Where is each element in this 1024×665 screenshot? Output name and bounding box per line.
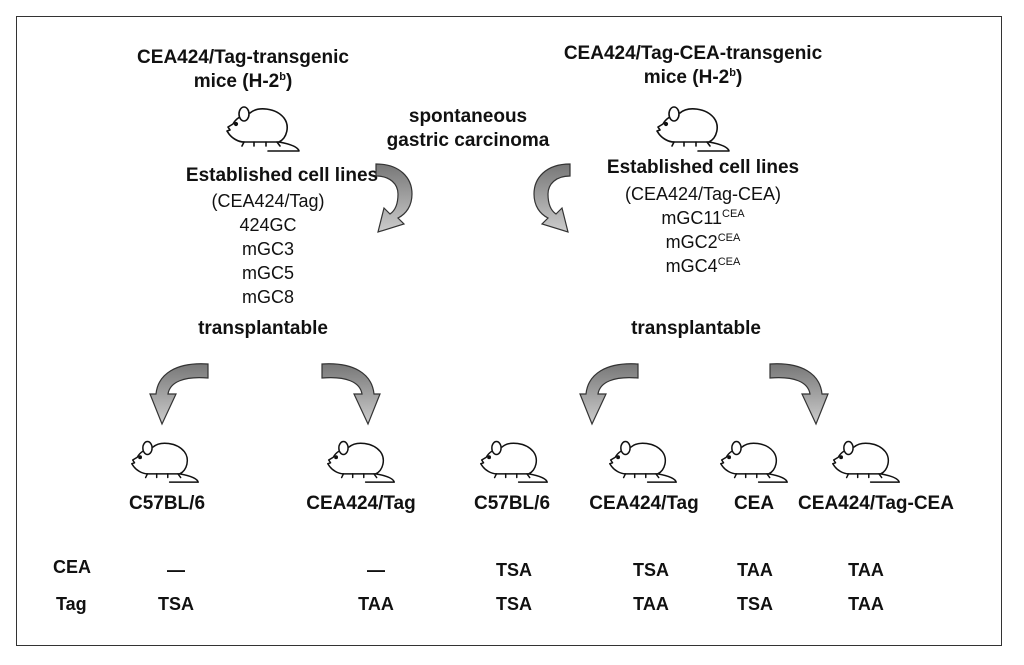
left-cell-line: (CEA424/Tag) <box>211 191 325 211</box>
spontaneous-line1: spontaneous <box>408 106 528 127</box>
left-cell-line: 424GC <box>239 215 297 235</box>
right-cell-line-list: (CEA424/Tag-CEA) mGC11CEA mGC2CEA mGC4CE… <box>625 182 781 278</box>
mouse-icon <box>327 440 395 483</box>
cea-cell: TAA <box>848 560 884 580</box>
right-cell-line: mGC4CEA <box>665 256 741 276</box>
tag-cell: TSA <box>496 594 532 614</box>
left-title-line1: CEA424/Tag-transgenic <box>137 47 349 68</box>
right-title-line2: mice (H-2b) <box>643 67 743 88</box>
mouse-icon <box>131 440 199 483</box>
left-title-line2: mice (H-2b) <box>193 71 293 92</box>
right-title: CEA424/Tag-CEA-transgenic mice (H-2b) <box>564 42 822 90</box>
mouse-icon <box>720 440 788 483</box>
row-label-tag: Tag <box>56 594 87 614</box>
curved-arrow-icon <box>533 163 571 233</box>
right-title-line1: CEA424/Tag-CEA-transgenic <box>563 43 823 64</box>
tag-cell: TSA <box>737 594 773 614</box>
tag-cell: TSA <box>158 594 194 614</box>
right-cell-line: mGC11CEA <box>661 208 745 228</box>
spontaneous-line2: gastric carcinoma <box>386 130 550 151</box>
row-label-cea: CEA <box>53 557 92 577</box>
left-title: CEA424/Tag-transgenic mice (H-2b) <box>137 46 349 94</box>
mouse-icon <box>480 440 548 483</box>
left-cell-line: mGC3 <box>241 239 294 259</box>
cea-cell: — <box>367 560 385 580</box>
mouse-icon <box>609 440 677 483</box>
mouse-icon <box>656 106 730 152</box>
right-transplantable-label: transplantable <box>631 318 761 339</box>
recipient-label: CEA424/Tag <box>589 493 699 514</box>
curved-arrow-icon <box>149 363 209 426</box>
right-cell-line-group: (CEA424/Tag-CEA) <box>624 184 782 204</box>
right-established-label: Established cell lines <box>606 157 800 178</box>
tag-cell: TAA <box>848 594 884 614</box>
recipient-label: CEA <box>733 493 775 514</box>
right-cell-line: mGC2CEA <box>665 232 741 252</box>
left-cell-line-list: (CEA424/Tag) 424GC mGC3 mGC5 mGC8 <box>211 189 324 309</box>
cea-cell: TAA <box>737 560 773 580</box>
left-cell-line: mGC5 <box>241 263 294 283</box>
mouse-icon <box>832 440 900 483</box>
cea-cell: TSA <box>496 560 532 580</box>
recipient-label: C57BL/6 <box>473 493 551 514</box>
recipient-label: CEA424/Tag-CEA <box>798 493 954 514</box>
curved-arrow-icon <box>769 363 829 426</box>
spontaneous-label: spontaneous gastric carcinoma <box>387 105 550 153</box>
curved-arrow-icon <box>375 163 413 233</box>
left-cell-line: mGC8 <box>241 287 294 307</box>
recipient-label: C57BL/6 <box>128 493 206 514</box>
cea-cell: TSA <box>633 560 669 580</box>
curved-arrow-icon <box>321 363 381 426</box>
mouse-icon <box>226 106 300 152</box>
left-established-label: Established cell lines <box>185 165 379 186</box>
recipient-label: CEA424/Tag <box>306 493 416 514</box>
left-transplantable-label: transplantable <box>198 318 328 339</box>
cea-cell: — <box>167 560 185 580</box>
figure-frame <box>16 16 1002 646</box>
tag-cell: TAA <box>633 594 669 614</box>
tag-cell: TAA <box>358 594 394 614</box>
curved-arrow-icon <box>579 363 639 426</box>
